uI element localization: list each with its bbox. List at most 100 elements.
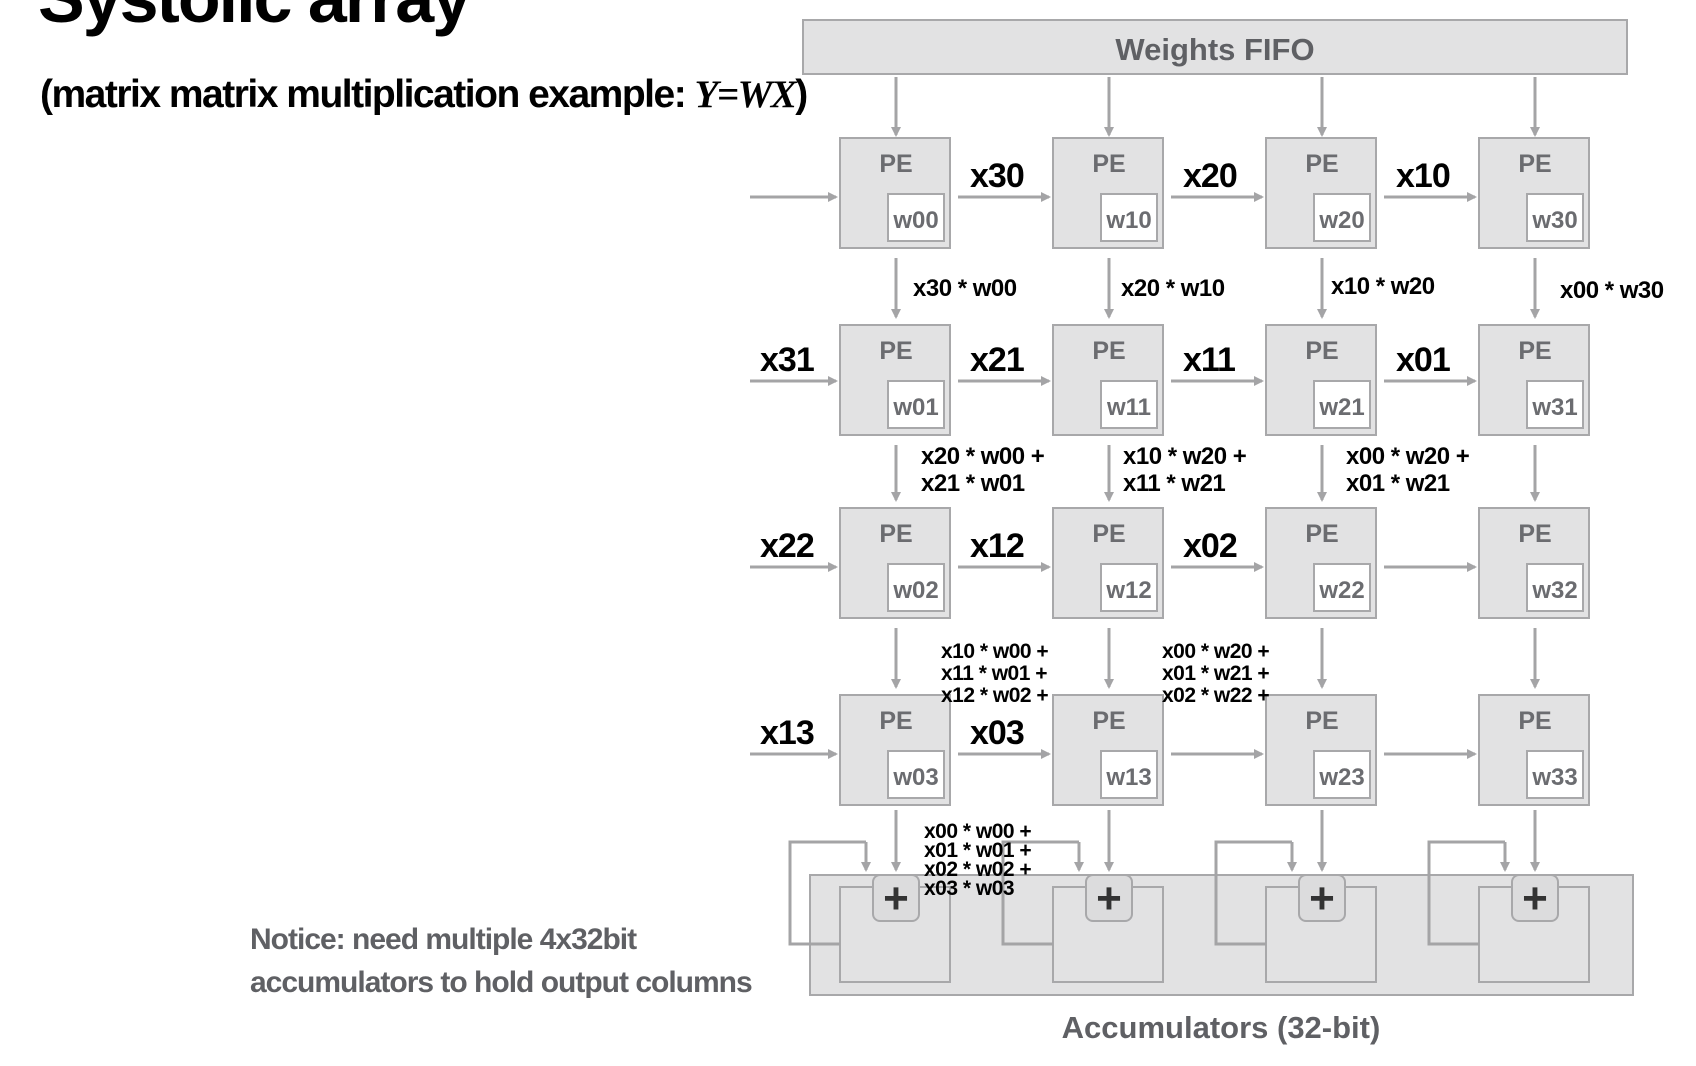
- weight-register: [887, 563, 945, 612]
- partial-sum-label: x03 * w03: [924, 877, 1014, 900]
- pe-label: PE: [1092, 707, 1125, 735]
- partial-sum-label: x20 * w10: [1121, 275, 1225, 302]
- partial-sum-label: x20 * w00 +: [921, 443, 1045, 470]
- notice-text: Notice: need multiple 4x32bit accumulato…: [250, 918, 753, 1004]
- weight-label-w32: w32: [1531, 577, 1577, 604]
- partial-sum-label: x21 * w01: [921, 470, 1025, 497]
- weight-label-w31: w31: [1531, 394, 1577, 421]
- pe-label: PE: [1518, 150, 1551, 178]
- adder-node: [872, 874, 920, 922]
- input-label-x03: x03: [970, 714, 1024, 752]
- partial-sum-label: x02 * w02 +: [924, 858, 1031, 881]
- pe-label: PE: [1092, 520, 1125, 548]
- weight-register: [1100, 750, 1158, 799]
- weight-label-w03: w03: [892, 764, 938, 791]
- weight-label-w11: w11: [1106, 394, 1151, 421]
- partial-sum-label: x10 * w20: [1331, 273, 1435, 300]
- partial-sum-label: x00 * w20 +: [1346, 443, 1470, 470]
- notice-line-2: accumulators to hold output columns: [250, 966, 753, 999]
- partial-sum-label: x01 * w21 +: [1162, 662, 1269, 685]
- weights-fifo-label: Weights FIFO: [1115, 32, 1314, 67]
- input-label-x31: x31: [760, 341, 814, 379]
- subtitle: (matrix matrix multiplication example: Y…: [40, 72, 808, 117]
- adder-node: [1298, 874, 1346, 922]
- input-label-x12: x12: [970, 527, 1024, 565]
- partial-sum-label: x01 * w21: [1346, 470, 1450, 497]
- weight-register: [1313, 750, 1371, 799]
- partial-sum-label: x00 * w20 +: [1162, 640, 1269, 663]
- weight-register: [1100, 380, 1158, 429]
- pe-label: PE: [1305, 707, 1338, 735]
- partial-sum-label: x11 * w01 +: [941, 662, 1047, 685]
- pe-label: PE: [1518, 520, 1551, 548]
- pe-label: PE: [1518, 337, 1551, 365]
- pe-label: PE: [879, 150, 912, 178]
- weight-label-w13: w13: [1105, 764, 1151, 791]
- weight-label-w30: w30: [1531, 207, 1577, 234]
- accumulator-feedback-loop: [1427, 840, 1505, 946]
- weights-fifo-box: [802, 19, 1628, 75]
- page-title: Systolic array: [38, 0, 471, 38]
- weight-label-w22: w22: [1318, 577, 1364, 604]
- plus-icon: +: [883, 874, 909, 923]
- partial-sum-label: x00 * w30: [1560, 277, 1664, 304]
- weight-register: [1313, 193, 1371, 242]
- input-label-x01: x01: [1396, 341, 1450, 379]
- weight-register: [1313, 563, 1371, 612]
- plus-icon: +: [1309, 874, 1335, 923]
- pe-label: PE: [1305, 150, 1338, 178]
- accumulators-box: [809, 874, 1634, 996]
- weight-register: [1100, 563, 1158, 612]
- weight-label-w12: w12: [1105, 577, 1151, 604]
- accumulator-feedback-loop: [1001, 840, 1079, 946]
- pe-label: PE: [879, 337, 912, 365]
- pe-label: PE: [1518, 707, 1551, 735]
- weight-register: [887, 380, 945, 429]
- partial-sum-label: x11 * w21: [1123, 470, 1225, 497]
- weight-label-w20: w20: [1318, 207, 1364, 234]
- input-label-x30: x30: [970, 157, 1024, 195]
- subtitle-prefix: (matrix matrix multiplication example:: [40, 73, 695, 116]
- input-label-x13: x13: [760, 714, 814, 752]
- partial-sum-label: x30 * w00: [913, 275, 1017, 302]
- input-label-x02: x02: [1183, 527, 1237, 565]
- weight-register: [1313, 380, 1371, 429]
- pe-label: PE: [1305, 520, 1338, 548]
- input-label-x21: x21: [970, 341, 1024, 379]
- weight-register: [1526, 563, 1584, 612]
- weight-register: [887, 193, 945, 242]
- partial-sum-label: x10 * w00 +: [941, 640, 1048, 663]
- pe-label: PE: [879, 707, 912, 735]
- weight-label-w02: w02: [892, 577, 938, 604]
- partial-sum-label: x02 * w22 +: [1162, 684, 1269, 707]
- subtitle-equation: Y=WX: [694, 73, 797, 116]
- pe-label: PE: [1092, 337, 1125, 365]
- input-label-x10: x10: [1396, 157, 1450, 195]
- weight-register: [1526, 380, 1584, 429]
- pe-label: PE: [1305, 337, 1338, 365]
- weight-label-w21: w21: [1318, 394, 1364, 421]
- plus-icon: +: [1522, 874, 1548, 923]
- adder-node: [1511, 874, 1559, 922]
- input-label-x22: x22: [760, 527, 814, 565]
- pe-label: PE: [1092, 150, 1125, 178]
- accumulators-label: Accumulators (32-bit): [1062, 1010, 1381, 1045]
- weight-register: [1526, 750, 1584, 799]
- weight-label-w01: w01: [892, 394, 938, 421]
- input-label-x11: x11: [1183, 341, 1235, 379]
- input-label-x20: x20: [1183, 157, 1237, 195]
- weight-label-w33: w33: [1531, 764, 1577, 791]
- partial-sum-label: x00 * w00 +: [924, 820, 1031, 843]
- partial-sum-label: x12 * w02 +: [941, 684, 1048, 707]
- accumulator-feedback-loop: [788, 840, 866, 946]
- accumulator-feedback-loop: [1214, 840, 1292, 946]
- weight-register: [887, 750, 945, 799]
- partial-sum-label: x10 * w20 +: [1123, 443, 1247, 470]
- weight-label-w00: w00: [892, 207, 938, 234]
- weight-label-w10: w10: [1105, 207, 1151, 234]
- weight-register: [1526, 193, 1584, 242]
- weight-register: [1100, 193, 1158, 242]
- plus-icon: +: [1096, 874, 1122, 923]
- notice-line-1: Notice: need multiple 4x32bit: [250, 923, 637, 956]
